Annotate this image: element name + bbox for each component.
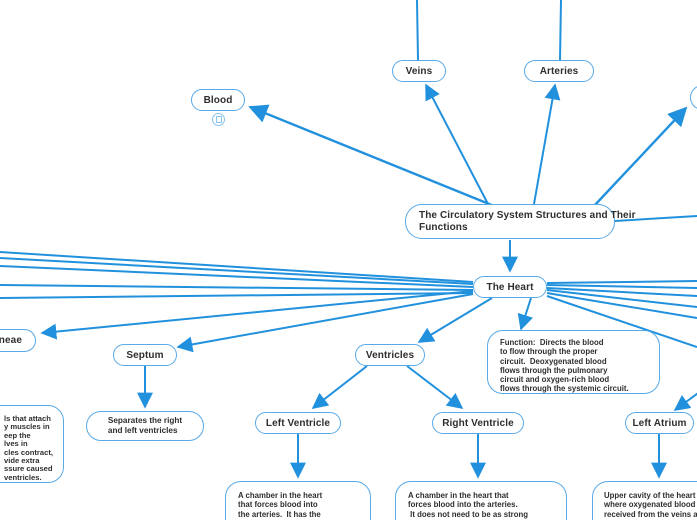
note-icon xyxy=(215,116,222,123)
node-heart-function-desc[interactable]: Function: Directs the blood to flow thro… xyxy=(487,330,660,394)
node-ventricles[interactable]: Ventricles xyxy=(355,344,425,366)
node-septum[interactable]: Septum xyxy=(113,344,177,366)
node-left-ventricle[interactable]: Left Ventricle xyxy=(255,412,341,434)
node-left-atrium-desc[interactable]: Upper cavity of the heart where oxygenat… xyxy=(592,481,697,520)
blood-hidden-items-badge[interactable] xyxy=(212,113,225,126)
node-arteries[interactable]: Arteries xyxy=(524,60,594,82)
node-septum-desc[interactable]: Separates the right and left ventricles xyxy=(86,411,204,441)
node-veins[interactable]: Veins xyxy=(392,60,446,82)
node-cutoff-left-neae[interactable]: neae xyxy=(0,329,36,352)
node-root[interactable]: The Circulatory System Structures and Th… xyxy=(405,204,635,239)
node-left-ventricle-desc[interactable]: A chamber in the heart that forces blood… xyxy=(225,481,371,520)
node-right-ventricle[interactable]: Right Ventricle xyxy=(432,412,524,434)
node-blood[interactable]: Blood xyxy=(191,89,245,111)
node-cutoff-left-desc[interactable]: ls that attach y muscles in eep the lves… xyxy=(0,405,64,483)
node-right-ventricle-desc[interactable]: A chamber in the heart that forces blood… xyxy=(395,481,567,520)
node-the-heart[interactable]: The Heart xyxy=(473,276,547,298)
node-left-atrium[interactable]: Left Atrium xyxy=(625,412,694,434)
